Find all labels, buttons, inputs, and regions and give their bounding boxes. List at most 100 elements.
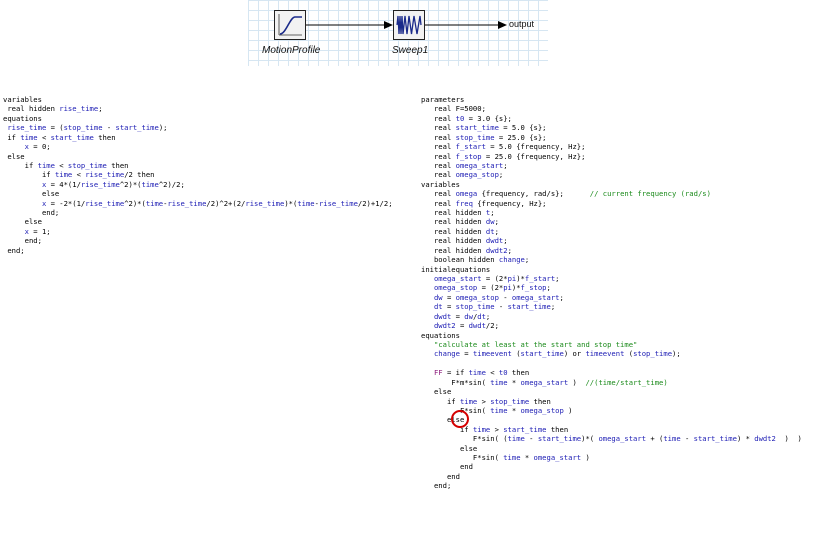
code-line: equations bbox=[3, 114, 393, 123]
code-token: t0 bbox=[455, 113, 465, 123]
code-token: else bbox=[3, 151, 25, 161]
code-line: else bbox=[3, 152, 393, 161]
code-token: x bbox=[24, 226, 29, 236]
code-token: real bbox=[421, 142, 456, 152]
code-token: ) bbox=[563, 405, 573, 415]
code-token: then bbox=[507, 368, 530, 378]
code-token: ) ) bbox=[775, 434, 802, 444]
code-token: ^2)*( bbox=[119, 179, 142, 189]
code-line: x = -2*(1/rise_time^2)*(time-rise_time/2… bbox=[3, 199, 393, 208]
code-token: // current frequency (rad/s) bbox=[589, 189, 711, 199]
code-token: ; bbox=[485, 311, 491, 321]
code-token: real bbox=[421, 198, 456, 208]
code-line: if time > stop_time then bbox=[421, 397, 802, 406]
code-token: stop_time bbox=[67, 160, 107, 170]
code-token: )*( bbox=[581, 434, 599, 444]
code-line: real hidden dwdt; bbox=[421, 236, 802, 245]
code-token: rise_time bbox=[80, 179, 120, 189]
code-token: = bbox=[442, 302, 456, 312]
code-token: ; bbox=[490, 208, 495, 218]
code-token: omega_start bbox=[533, 453, 582, 463]
code-token: ^2)*( bbox=[124, 198, 146, 208]
code-token: - bbox=[498, 292, 512, 302]
code-token: ; bbox=[503, 160, 508, 170]
code-token: start_time bbox=[455, 123, 499, 133]
code-token: rise_time bbox=[167, 198, 207, 208]
code-token: ; bbox=[503, 236, 508, 246]
code-line: real f_stop = 25.0 {frequency, Hz}; bbox=[421, 152, 802, 161]
code-line: real start_time = 5.0 {s}; bbox=[421, 123, 802, 132]
code-token: ( bbox=[511, 349, 521, 359]
code-line: FF = if time < t0 then bbox=[421, 368, 802, 377]
code-token: stop_time bbox=[490, 396, 530, 406]
motion-profile-block[interactable] bbox=[274, 10, 306, 40]
code-token: time bbox=[20, 132, 38, 142]
sweep-icon bbox=[396, 15, 422, 35]
code-token: dwdt2 bbox=[433, 321, 456, 331]
code-token: rise_time bbox=[318, 198, 358, 208]
code-token: = bbox=[459, 349, 473, 359]
sweep-code[interactable]: parameters real F=5000; real t0 = 3.0 {s… bbox=[421, 95, 802, 491]
code-token: /2 then bbox=[124, 170, 155, 180]
code-token: ; bbox=[550, 302, 556, 312]
code-token bbox=[421, 340, 434, 349]
code-token: start_time bbox=[507, 302, 551, 312]
code-token: ) bbox=[568, 377, 586, 387]
code-token: start_time bbox=[520, 349, 564, 359]
code-token: stop_time bbox=[455, 132, 495, 142]
code-line: F*sin( time * omega_stop ) bbox=[421, 406, 802, 415]
code-token: omega_start bbox=[520, 377, 569, 387]
code-token: time bbox=[54, 170, 73, 180]
code-token: {frequency, Hz}; bbox=[472, 198, 547, 208]
code-token bbox=[421, 283, 434, 292]
code-token: time bbox=[468, 368, 486, 378]
code-token: start_time bbox=[115, 123, 159, 133]
code-token: * bbox=[507, 377, 521, 387]
code-token: end bbox=[421, 462, 473, 472]
code-line: change = timeevent (start_time) or timee… bbox=[421, 349, 802, 358]
code-token: rise_time bbox=[85, 198, 125, 208]
code-token: x bbox=[41, 179, 47, 189]
code-token: dwdt bbox=[433, 311, 452, 321]
code-token: ; bbox=[494, 217, 499, 227]
code-token: equations bbox=[3, 113, 42, 123]
block-diagram[interactable]: MotionProfile Sweep1 output bbox=[248, 0, 548, 66]
code-token: time bbox=[459, 396, 478, 406]
code-line: real t0 = 3.0 {s}; bbox=[421, 114, 802, 123]
code-line: dwdt2 = dwdt/2; bbox=[421, 321, 802, 330]
code-token: time bbox=[507, 434, 525, 444]
code-token: real bbox=[421, 132, 456, 142]
highlight-circle bbox=[451, 410, 469, 428]
code-token: omega_start bbox=[433, 274, 482, 284]
code-token bbox=[3, 227, 25, 236]
code-token: = 5.0 {s}; bbox=[498, 123, 547, 133]
code-token: * bbox=[520, 453, 534, 463]
code-token: end; bbox=[3, 236, 42, 246]
code-token: f_stop bbox=[520, 283, 547, 293]
motion-profile-code[interactable]: variables real hidden rise_time;equation… bbox=[3, 95, 393, 255]
code-line: if time < start_time then bbox=[3, 133, 393, 142]
code-token: dwdt2 bbox=[754, 434, 776, 444]
sweep-block[interactable] bbox=[393, 10, 425, 40]
code-line: real f_start = 5.0 {frequency, Hz}; bbox=[421, 142, 802, 151]
code-token: else bbox=[421, 443, 478, 453]
code-token: /2)+1/2; bbox=[357, 198, 393, 208]
code-line: real hidden dwdt2; bbox=[421, 246, 802, 255]
code-token: ; bbox=[524, 255, 530, 265]
code-token: f_start bbox=[524, 274, 556, 284]
code-token: then bbox=[546, 424, 569, 434]
code-token: time bbox=[663, 434, 681, 444]
code-token: omega_start bbox=[455, 160, 504, 170]
code-token: omega_start bbox=[511, 292, 560, 302]
code-token: dw bbox=[485, 217, 495, 227]
code-token: ; bbox=[507, 245, 512, 255]
code-line: real F=5000; bbox=[421, 104, 802, 113]
code-token: = ( bbox=[46, 123, 64, 133]
code-line: dw = omega_stop - omega_start; bbox=[421, 293, 802, 302]
code-token: > bbox=[490, 424, 504, 434]
code-token: - bbox=[524, 434, 538, 444]
code-line: dwdt = dw/dt; bbox=[421, 312, 802, 321]
code-token: stop_time bbox=[63, 123, 103, 133]
code-line: else bbox=[3, 217, 393, 226]
code-token: timeevent bbox=[585, 349, 625, 359]
